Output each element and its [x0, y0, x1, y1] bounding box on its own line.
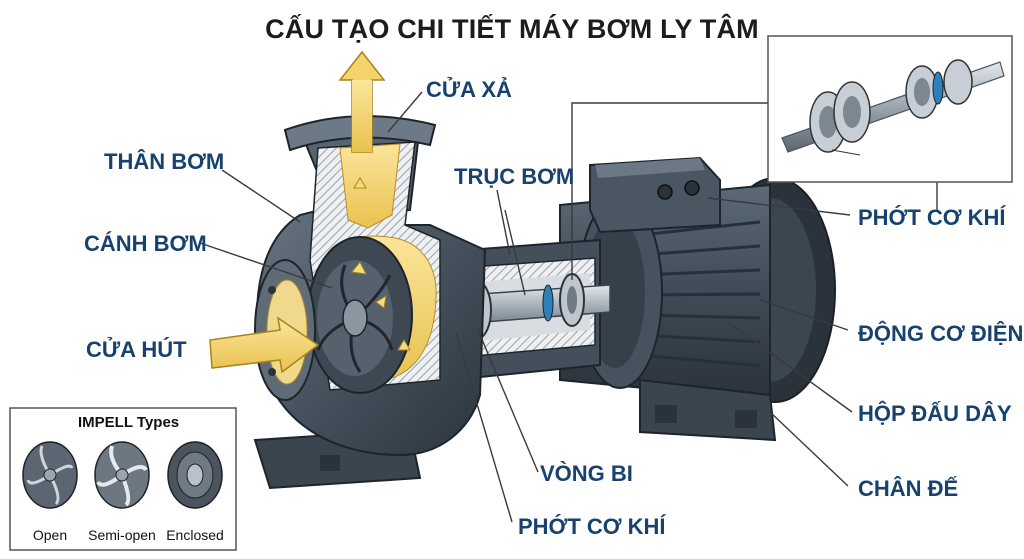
impeller-type-enclosed: Enclosed	[166, 527, 224, 543]
electric-motor	[559, 156, 836, 442]
internal-flow-arrows	[351, 177, 411, 351]
impeller-type-semi-open: Semi-open	[88, 527, 156, 543]
impeller-types-inset	[9, 407, 237, 551]
leader-lines	[199, 91, 938, 523]
shaft-detail-inset	[767, 35, 1013, 183]
label-phot-co-khi-bottom: PHỚT CƠ KHÍ	[518, 514, 666, 539]
label-vong-bi: VÒNG BI	[540, 461, 633, 486]
label-dong-co-dien: ĐỘNG CƠ ĐIỆN	[858, 321, 1024, 346]
label-hop-dau-day: HỘP ĐẤU DÂY	[858, 401, 1012, 426]
impeller-type-open: Open	[32, 527, 68, 543]
label-canh-bom: CÁNH BƠM	[84, 231, 207, 256]
label-truc-bom: TRỤC BƠM	[454, 164, 575, 189]
impeller-inset-title: IMPELL Types	[78, 414, 180, 431]
label-than-bom: THÂN BƠM	[104, 149, 225, 174]
label-cua-xa: CỬA XẢ	[426, 77, 512, 102]
semi-open-impeller-icon	[94, 441, 150, 509]
enclosed-impeller-icon	[167, 441, 223, 509]
pump-casing	[253, 115, 487, 490]
label-chan-de: CHÂN ĐẾ	[858, 476, 959, 501]
page-title: CẤU TẠO CHI TIẾT MÁY BƠM LY TÂM	[265, 14, 759, 44]
open-impeller-icon	[22, 441, 78, 509]
label-phot-co-khi-top: PHỚT CƠ KHÍ	[858, 205, 1006, 230]
suction-flow-arrow	[209, 316, 320, 374]
label-cua-hut: CỬA HÚT	[86, 337, 187, 362]
discharge-flow-arrow	[338, 50, 386, 153]
